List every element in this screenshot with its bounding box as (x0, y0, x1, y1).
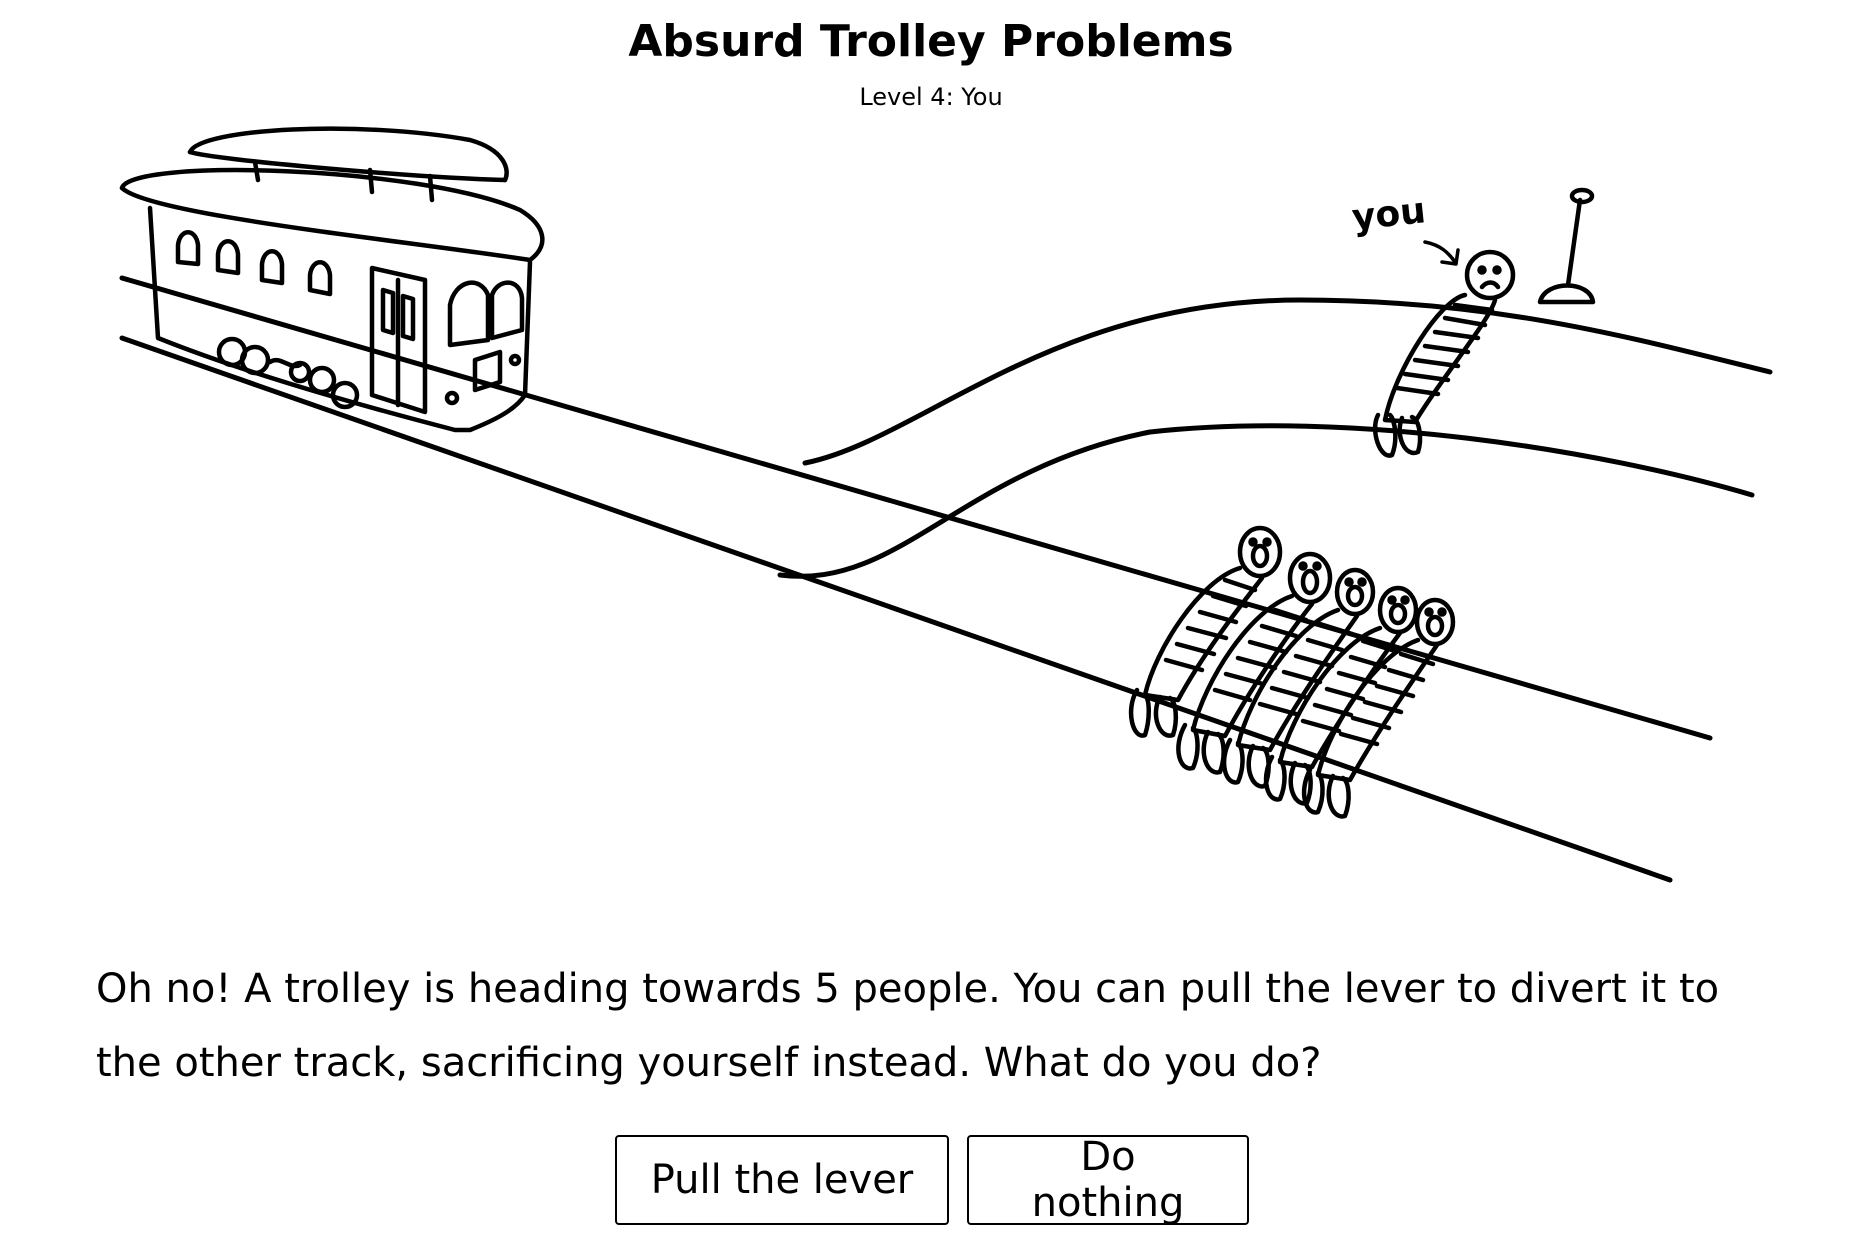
do-nothing-button[interactable]: Do nothing (967, 1134, 1249, 1226)
lever (1537, 187, 1596, 305)
level-subtitle: Level 4: You (859, 83, 1003, 111)
page-title: Absurd Trolley Problems (628, 16, 1234, 67)
main-track (119, 275, 1713, 883)
person-3 (1221, 567, 1376, 789)
five-people (1128, 525, 1456, 819)
person-4 (1263, 585, 1419, 806)
side-track (777, 297, 1773, 579)
trolley (119, 126, 545, 433)
pull-lever-button[interactable]: Pull the lever (615, 1135, 949, 1225)
you-figure (1372, 249, 1516, 458)
you-label: you (1350, 190, 1428, 239)
person-5 (1301, 597, 1456, 819)
scenario-prompt: Oh no! A trolley is heading towards 5 pe… (96, 966, 1720, 1086)
you-arrow (1423, 240, 1460, 266)
person-1 (1128, 525, 1283, 738)
trolley-scene: you (119, 126, 1773, 883)
choice-buttons: Pull the lever Do nothing (0, 1134, 1862, 1226)
person-2 (1176, 551, 1333, 775)
